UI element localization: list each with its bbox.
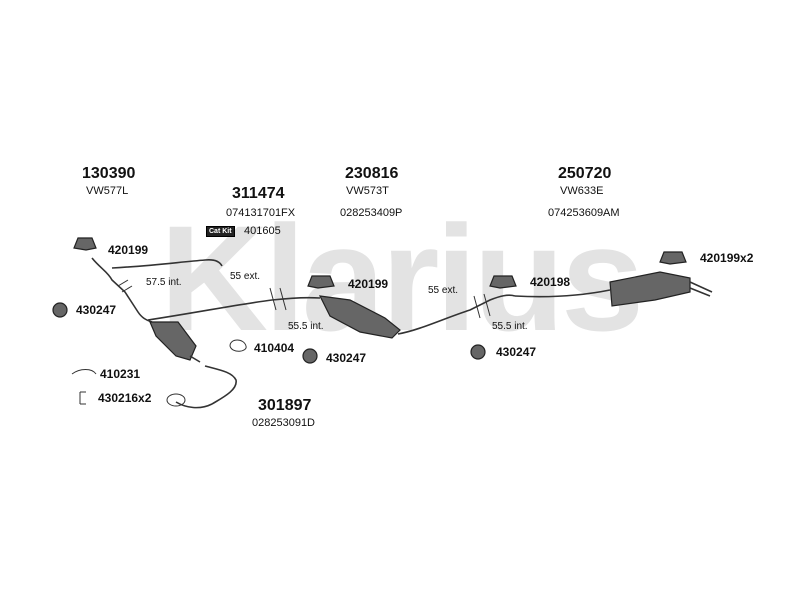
rear-oe2: 074253609AM [548, 207, 620, 219]
dim-mid-ext: 55 ext. [230, 271, 261, 282]
part-clamp-mid: 430247 [326, 351, 367, 365]
dim-front-int: 57.5 int. [146, 277, 182, 288]
part-seal: 410231 [100, 367, 141, 381]
middle-oe2: 028253409P [340, 207, 403, 219]
downpipe [175, 365, 237, 409]
clamp-icon-mid [302, 348, 318, 364]
part-mount-front: 420199 [108, 243, 149, 257]
clamp-icon-rear [470, 344, 486, 360]
cat-outlet [189, 355, 201, 363]
downpipe-flange [166, 393, 186, 407]
clamp-icon-front [52, 302, 68, 318]
mount-icon-rear2 [659, 251, 687, 265]
mount-icon-front [73, 237, 97, 251]
dim-rear-ext: 55 ext. [428, 285, 459, 296]
cat-kit-badge: Cat Kit [206, 226, 235, 237]
tailpipe [689, 281, 713, 297]
cat-kit-number: 401605 [244, 225, 281, 237]
rear-pipe [514, 289, 611, 298]
seal-icon [71, 369, 97, 375]
dim-rear-int: 55.5 int. [492, 321, 528, 332]
front-pipe-oe: VW577L [86, 185, 129, 197]
cat-number: 311474 [232, 185, 285, 202]
part-mount-rear2: 420199x2 [700, 251, 754, 265]
part-clamp-front: 430247 [76, 303, 117, 317]
rear-number: 250720 [558, 165, 612, 182]
front-pipe-tail [111, 259, 223, 269]
middle-number: 230816 [345, 165, 399, 182]
part-spring: 430216x2 [98, 391, 152, 405]
gasket-icon [229, 339, 247, 352]
middle-pipe-inlet [147, 296, 321, 321]
part-clamp-rear: 430247 [496, 345, 537, 359]
part-mount-rear1: 420198 [530, 275, 571, 289]
downpipe-number: 301897 [258, 397, 312, 414]
middle-oe: VW573T [346, 185, 389, 197]
mount-icon-mid [307, 275, 335, 289]
cat-oe: 074131701FX [226, 207, 296, 219]
catalytic-converter [149, 321, 197, 361]
rear-silencer [609, 271, 691, 307]
mount-icon-rear1 [489, 275, 517, 289]
dim-mid-int: 55.5 int. [288, 321, 324, 332]
middle-silencer [318, 295, 401, 339]
joint-1 [269, 287, 287, 311]
front-pipe-number: 130390 [82, 165, 136, 182]
part-mount-mid: 420199 [348, 277, 389, 291]
rear-oe: VW633E [560, 185, 604, 197]
downpipe-oe: 028253091D [252, 417, 316, 429]
spring-icon [79, 391, 86, 405]
part-gasket: 410404 [254, 341, 295, 355]
front-pipe-flange [117, 279, 133, 293]
joint-2 [473, 293, 491, 319]
